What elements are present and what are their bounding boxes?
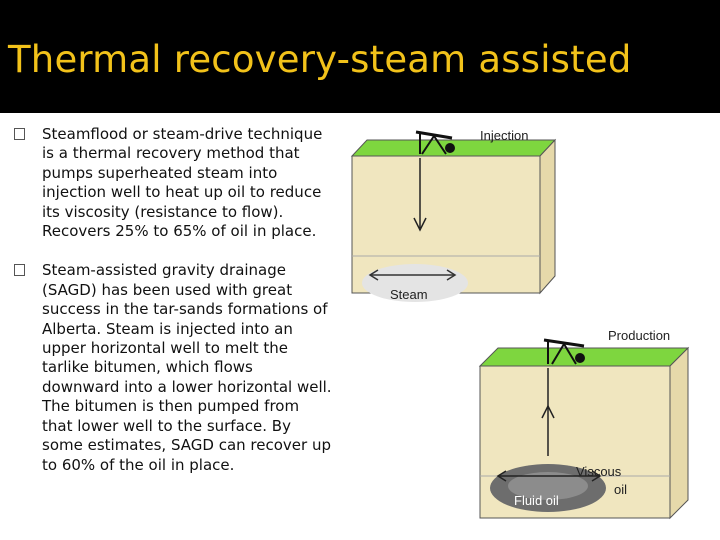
bullet-item: Steam-assisted gravity drainage (SAGD) h… [14, 261, 332, 474]
oil-label: oil [614, 482, 627, 497]
viscous-label: Viscous [576, 464, 622, 479]
arrow-left-icon [368, 269, 379, 281]
steam-zone [362, 264, 468, 302]
bullet-list: Steamflood or steam-drive technique is a… [14, 125, 332, 495]
arrow-right-icon [591, 470, 602, 482]
bullet-text: Steamflood or steam-drive technique is a… [42, 125, 323, 241]
fluid-oil-inner [508, 472, 588, 500]
production-label: Production [608, 328, 670, 343]
production-diagram: Fluid oil Viscous oil Production [478, 328, 690, 520]
bullet-item: Steamflood or steam-drive technique is a… [14, 125, 332, 241]
pumpjack-icon [415, 130, 455, 155]
slide-title: Thermal recovery-steam assisted [8, 38, 632, 81]
title-bar: Thermal recovery-steam assisted [0, 0, 720, 113]
arrow-right-icon [446, 269, 457, 281]
bullet-marker-icon [14, 264, 25, 277]
arrow-left-icon [496, 470, 507, 482]
earth-block-side [539, 138, 556, 295]
fluid-oil-label: Fluid oil [514, 493, 559, 508]
pumpjack-icon [543, 338, 585, 365]
bullet-marker-icon [14, 128, 25, 140]
bullet-text: Steam-assisted gravity drainage (SAGD) h… [42, 261, 332, 474]
injection-label: Injection [480, 128, 528, 143]
injection-diagram: Steam Injection [350, 128, 557, 302]
steam-label: Steam [390, 287, 428, 302]
arrow-up-icon [541, 404, 555, 419]
earth-block-side [669, 346, 689, 520]
arrow-down-icon [413, 217, 427, 232]
